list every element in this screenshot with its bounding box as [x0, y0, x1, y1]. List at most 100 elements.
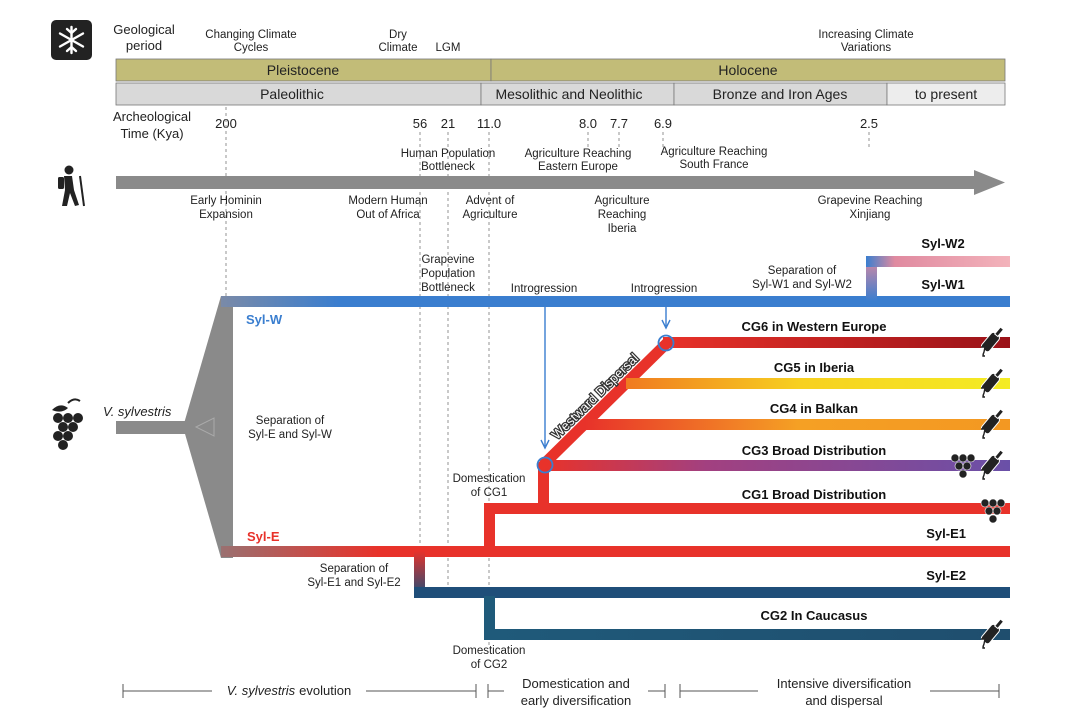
cg2-split — [484, 596, 495, 638]
dry-climate-label-2: Climate — [379, 42, 418, 54]
cg5-branch — [626, 378, 1010, 389]
snowflake-icon — [51, 20, 92, 60]
cg6-branch — [663, 337, 1010, 348]
changing-climate-label: Changing Climate — [205, 29, 296, 41]
advent-agri-label-2: Agriculture — [463, 209, 518, 221]
geological-period-band: Pleistocene Holocene — [115, 58, 1006, 82]
sep-ew-label-2: Syl-E and Syl-W — [248, 429, 332, 441]
syl-w2-label: Syl-W2 — [921, 236, 964, 251]
dry-climate-label: Dry — [389, 29, 407, 41]
wine-bottle-icon — [980, 326, 1005, 357]
agri-france-label: Agriculture Reaching — [661, 146, 768, 158]
tick-7-7: 7.7 — [610, 116, 628, 131]
cg3-branch — [543, 460, 1010, 471]
syl-w-branch — [221, 296, 1010, 307]
wine-bottle-icon — [980, 618, 1005, 649]
dom-cg2-label: Domestication — [453, 645, 526, 657]
syl-e-label: Syl-E — [247, 529, 280, 544]
westward-dispersal-line — [539, 339, 671, 469]
increasing-climate-label-2: Variations — [841, 42, 892, 54]
cg4-label: CG4 in Balkan — [770, 401, 858, 416]
tick-200: 200 — [215, 116, 237, 131]
arch-time-label: Archeological — [113, 109, 191, 124]
cg2-label: CG2 In Caucasus — [761, 608, 868, 623]
mesolithic-label: Mesolithic and Neolithic — [495, 86, 642, 102]
syl-w1-label: Syl-W1 — [921, 277, 964, 292]
introgression-label-2: Introgression — [631, 283, 697, 295]
agri-iberia-label-3: Iberia — [608, 223, 637, 235]
cg3-label: CG3 Broad Distribution — [742, 443, 887, 458]
sep-e1e2-label-2: Syl-E1 and Syl-E2 — [307, 577, 400, 589]
syl-e2-split — [414, 551, 425, 596]
grape-bottleneck-label-3: Bottleneck — [421, 282, 475, 294]
pleistocene-label: Pleistocene — [267, 62, 340, 78]
syl-w2-branch — [866, 256, 1010, 267]
grape-bottleneck-label-2: Population — [421, 268, 475, 280]
sep-e1e2-label: Separation of — [320, 563, 389, 575]
agri-iberia-label: Agriculture — [595, 195, 650, 207]
domestication-phase-label-2: early diversification — [521, 693, 632, 708]
dom-cg1-label-2: of CG1 — [471, 487, 507, 499]
ancestral-trunk — [116, 296, 233, 558]
modern-human-label-2: Out of Africa — [356, 209, 420, 221]
grape-bottleneck-label: Grapevine — [421, 254, 474, 266]
early-hominin-label: Early Hominin — [190, 195, 262, 207]
modern-human-label: Modern Human — [348, 195, 427, 207]
advent-agri-label: Advent of — [466, 195, 515, 207]
cg1-label: CG1 Broad Distribution — [742, 487, 887, 502]
syl-e2-branch — [414, 587, 1010, 598]
sep-ew-label: Separation of — [256, 415, 325, 427]
introgression-arrow-1 — [536, 307, 554, 474]
human-bottleneck-label: Human Population — [401, 148, 496, 160]
dom-cg2-label-2: of CG2 — [471, 659, 507, 671]
to-present-label: to present — [915, 86, 977, 102]
grape-icon — [52, 398, 83, 450]
v-sylvestris-label: V. sylvestris — [103, 404, 172, 419]
introgression-arrow-2 — [657, 307, 675, 352]
grapevine-xinjiang-label: Grapevine Reaching — [818, 195, 923, 207]
hiker-icon — [58, 165, 85, 207]
tick-21: 21 — [441, 116, 455, 131]
tick-2-5: 2.5 — [860, 116, 878, 131]
syl-w-label: Syl-W — [246, 312, 283, 327]
dom-cg1-label: Domestication — [453, 473, 526, 485]
grape-icon — [950, 453, 976, 479]
syl-e1-label: Syl-E1 — [926, 526, 966, 541]
agri-eastern-label: Agriculture Reaching — [525, 148, 632, 160]
changing-climate-label-2: Cycles — [234, 42, 269, 54]
agri-iberia-label-2: Reaching — [598, 209, 647, 221]
cg4-branch — [585, 419, 1010, 430]
grapevine-xinjiang-label-2: Xinjiang — [850, 209, 891, 221]
early-hominin-label-2: Expansion — [199, 209, 253, 221]
geological-label: Geological — [113, 22, 175, 37]
cg3-split — [538, 462, 549, 508]
agri-france-label-2: South France — [679, 159, 748, 171]
intensive-phase-label-2: and dispersal — [805, 693, 882, 708]
tick-6-9: 6.9 — [654, 116, 672, 131]
cg2-branch — [484, 629, 1010, 640]
sep-w1w2-label: Separation of — [768, 265, 837, 277]
cg6-label: CG6 in Western Europe — [742, 319, 887, 334]
paleolithic-label: Paleolithic — [260, 86, 324, 102]
agri-eastern-label-2: Eastern Europe — [538, 161, 618, 173]
sep-w1w2-label-2: Syl-W1 and Syl-W2 — [752, 279, 852, 291]
tick-56: 56 — [413, 116, 427, 131]
increasing-climate-label: Increasing Climate — [818, 29, 913, 41]
wine-bottle-icon — [980, 408, 1005, 439]
phase-brackets — [122, 684, 1000, 698]
tick-8: 8.0 — [579, 116, 597, 131]
tick-11: 11.0 — [477, 116, 501, 131]
human-timeline-arrow — [116, 170, 1005, 195]
syl-e-branch — [221, 546, 1010, 557]
syl-e2-label: Syl-E2 — [926, 568, 966, 583]
holocene-label: Holocene — [718, 62, 777, 78]
time-ticks: 200 56 21 11.0 8.0 7.7 6.9 2.5 — [215, 116, 878, 131]
introgression-label-1: Introgression — [511, 283, 577, 295]
grape-icon — [980, 498, 1006, 524]
archaeological-period-band: Paleolithic Mesolithic and Neolithic Bro… — [115, 82, 1006, 106]
domestication-phase-label: Domestication and — [522, 676, 630, 691]
wine-bottle-icon — [980, 449, 1005, 480]
human-bottleneck-label-2: Bottleneck — [421, 161, 475, 173]
